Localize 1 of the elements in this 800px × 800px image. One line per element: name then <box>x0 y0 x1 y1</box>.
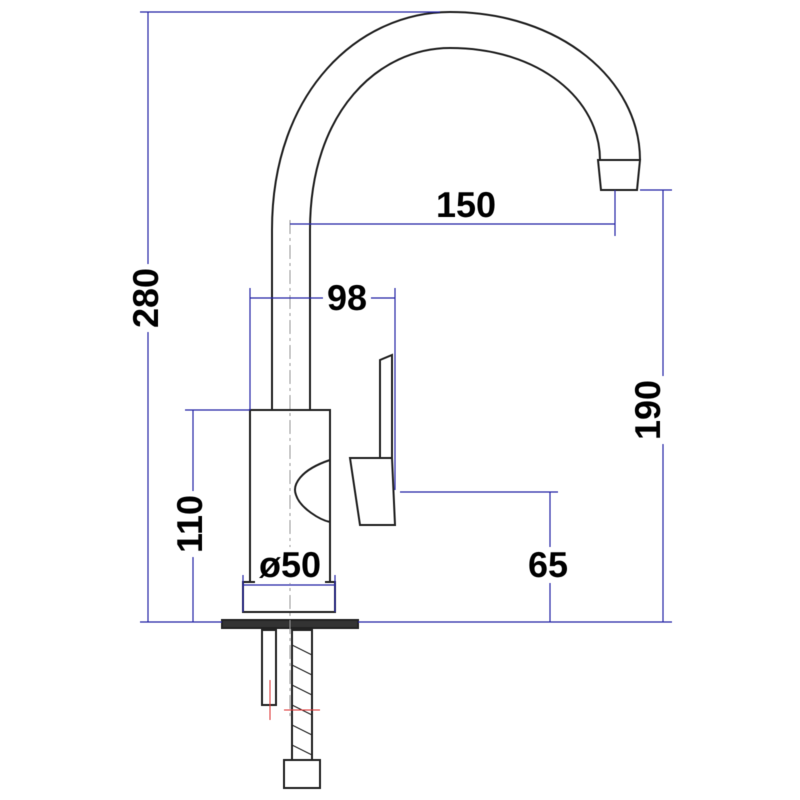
dimension-label: ø50 <box>254 547 326 583</box>
